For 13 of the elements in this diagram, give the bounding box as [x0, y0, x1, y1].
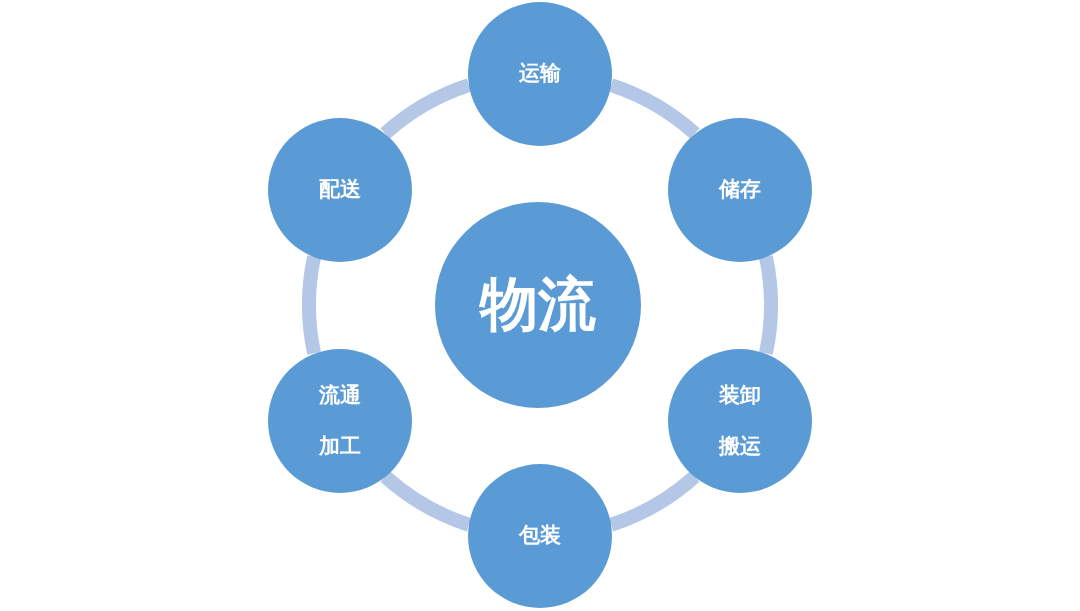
- circle-label: 包装: [519, 524, 561, 548]
- circle-label: 储存: [719, 177, 762, 202]
- ring-connector: [380, 471, 472, 532]
- circle-label: 物流: [480, 273, 596, 337]
- ring-connector: [608, 78, 700, 139]
- ring-connector: [608, 471, 700, 532]
- circle-label: 装卸搬运: [719, 382, 762, 460]
- ring-connector: [302, 255, 321, 355]
- ring-connector: [380, 78, 472, 139]
- circle-label: 流通加工: [318, 382, 361, 460]
- circle-label: 运输: [519, 62, 561, 86]
- circle-label: 配送: [318, 177, 361, 202]
- ring-connector: [759, 255, 778, 355]
